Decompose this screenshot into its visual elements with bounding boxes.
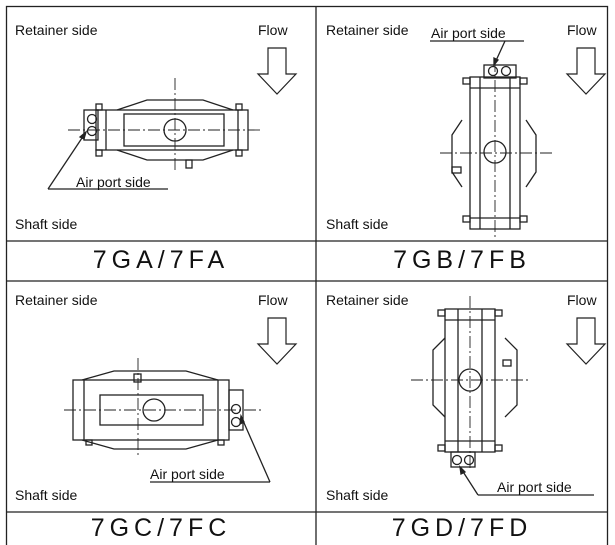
grid-lines [5, 5, 609, 545]
model-name-7gc: 7GC/7FC [90, 514, 232, 542]
air-port-side-label: Air port side [76, 174, 151, 190]
air-port-side-label: Air port side [431, 25, 506, 41]
flow-label: Flow [567, 22, 597, 38]
air-port-side-label: Air port side [150, 466, 225, 482]
model-name-7gd: 7GD/7FD [391, 514, 533, 542]
shaft-side-label: Shaft side [326, 216, 389, 232]
actuator-drawing-7gb [430, 40, 552, 238]
retainer-side-label: Retainer side [326, 22, 409, 38]
shaft-side-label: Shaft side [15, 487, 78, 503]
flow-label: Flow [258, 292, 288, 308]
actuator-drawing-7ga [47, 78, 262, 190]
retainer-side-label: Retainer side [15, 292, 98, 308]
model-name-7ga: 7GA/7FA [92, 246, 230, 274]
shaft-side-label: Shaft side [15, 216, 78, 232]
model-name-7gb: 7GB/7FB [393, 246, 531, 274]
flow-arrow-icon [256, 47, 298, 95]
flow-label: Flow [567, 292, 597, 308]
shaft-side-label: Shaft side [326, 487, 389, 503]
flow-arrow-icon [565, 317, 607, 365]
actuator-drawing-7gc [64, 358, 271, 483]
actuator-drawing-7gd [411, 296, 594, 496]
retainer-side-label: Retainer side [326, 292, 409, 308]
flow-label: Flow [258, 22, 288, 38]
flow-arrow-icons [256, 47, 607, 365]
retainer-side-label: Retainer side [15, 22, 98, 38]
flow-arrow-icon [256, 317, 298, 365]
flow-arrow-icon [565, 47, 607, 95]
air-port-side-label: Air port side [497, 479, 572, 495]
